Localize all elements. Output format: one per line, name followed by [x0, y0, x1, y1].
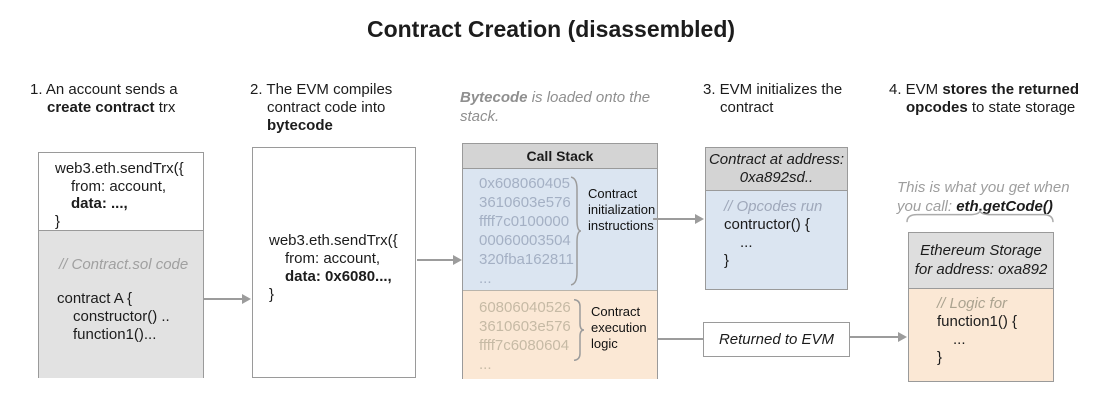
sendtrx-bytecode-block: web3.eth.sendTrx({ from: account, data: … [253, 148, 415, 304]
opcodes-run-section: // Opcodes run contructor() { ... } [706, 191, 847, 289]
call-stack-box: Call Stack 0x608060405 3610603e576 ffff7… [462, 143, 658, 379]
stack-caption-rest: is loaded onto the stack. [460, 89, 651, 125]
code-line: ... [740, 234, 753, 251]
bytecode-line: 0x608060405 [479, 175, 570, 192]
step4-heading-rest: to state storage [967, 99, 1076, 116]
code-line: web3.eth.sendTrx({ [269, 232, 398, 249]
header-line: 0xa892sd.. [739, 169, 814, 186]
line-exec-to-returned [658, 338, 703, 340]
label-line: initialization [588, 202, 656, 217]
arrow-step1-to-step2 [204, 294, 251, 303]
contract-address-header: Contract at address: 0xa892sd.. [706, 148, 847, 191]
label-line: Contract [588, 186, 638, 201]
bytecode-line: ... [479, 356, 492, 373]
step2-heading-line1: 2. The EVM compiles [250, 81, 393, 98]
init-brace-icon [570, 176, 582, 286]
step1-heading-line1: 1. An account sends a [30, 81, 178, 98]
ethereum-storage-header: Ethereum Storage for address: oxa892 [909, 233, 1053, 289]
contract-sol-section: // Contract.sol code contract A { constr… [39, 230, 203, 378]
data-bytecode-bold: data: 0x6080..., [285, 268, 392, 285]
create-contract-trx-box: web3.eth.sendTrx({ from: account, data: … [38, 152, 204, 378]
bytecode-line: 3610603e576 [479, 318, 571, 335]
arrow-returned-to-storage [850, 332, 907, 341]
code-line: } [269, 286, 275, 303]
code-line: data: 0x6080..., [269, 268, 415, 286]
bytecode-line: 60806040526 [479, 299, 571, 316]
step3-heading-line2: contract [720, 99, 774, 116]
step4-heading-line1: 4. EVM stores the returned [889, 81, 1101, 99]
bytecode-line: ffff7c0100000 [479, 213, 570, 230]
header-line: for address: oxa892 [914, 261, 1048, 278]
code-line: web3.eth.sendTrx({ [55, 160, 184, 177]
exec-brace-label: Contract execution logic [591, 304, 665, 352]
code-line: function1() { [937, 313, 1018, 330]
note-line1: This is what you get when [897, 179, 1070, 196]
page-title: Contract Creation (disassembled) [366, 16, 736, 42]
code-line: } [724, 252, 730, 269]
opcodes-comment: // Opcodes run [724, 198, 823, 215]
arrow-init-to-step3 [653, 214, 704, 223]
step3-heading-line1: 3. EVM initializes the [703, 81, 843, 98]
stored-logic-section: // Logic for function1() { ... } [909, 289, 1053, 381]
code-line: contract A { [57, 290, 133, 307]
code-line: ... [953, 331, 966, 348]
label-line: Contract [591, 304, 641, 319]
step3-heading: 3. EVM initializes the contract [703, 81, 842, 117]
code-line: from: account, [285, 250, 381, 267]
code-line: contructor() { [724, 216, 810, 233]
note-prefix: you call: [897, 198, 957, 215]
step1-heading-line2: create contract trx [30, 99, 178, 117]
stack-caption-bold: Bytecode [460, 89, 528, 106]
header-line: Contract at address: [708, 151, 845, 168]
returned-to-evm-box: Returned to EVM [703, 322, 850, 357]
init-brace-label: Contract initialization instructions [588, 186, 662, 234]
step4-heading-bold2: opcodes [906, 99, 968, 116]
header-line: Ethereum Storage [920, 242, 1042, 259]
bytecode-trx-box: web3.eth.sendTrx({ from: account, data: … [252, 147, 416, 378]
step2-heading-line2: contract code into [267, 99, 386, 116]
storage-brace-icon [906, 210, 1054, 223]
step1-heading-rest: trx [154, 99, 176, 116]
contract-address-box: Contract at address: 0xa892sd.. // Opcod… [705, 147, 848, 290]
bytecode-line: 320fba162811 [479, 251, 574, 268]
label-line: instructions [588, 218, 654, 233]
code-line: data: ..., [55, 195, 203, 213]
exec-bytecode-section: 60806040526 3610603e576 ffff7c6080604 ..… [463, 290, 657, 379]
arrow-step2-to-stack [417, 255, 462, 264]
label-line: logic [591, 336, 618, 351]
logic-comment: // Logic for [937, 295, 1008, 312]
step2-heading: 2. The EVM compiles contract code into b… [250, 81, 392, 135]
code-line: } [937, 349, 943, 366]
contract-sol-comment: // Contract.sol code [59, 256, 189, 273]
bytecode-bold: bytecode [267, 117, 333, 134]
bytecode-line: 3610603e576 [479, 194, 571, 211]
data-field-bold: data: ..., [71, 195, 128, 212]
ethereum-storage-box: Ethereum Storage for address: oxa892 // … [908, 232, 1054, 382]
bytecode-line: 00060003504 [479, 232, 571, 249]
code-line: function1()... [73, 326, 157, 343]
sendtrx-code-block: web3.eth.sendTrx({ from: account, data: … [39, 153, 203, 230]
bytecode-line: ... [479, 270, 492, 287]
code-line: from: account, [71, 177, 167, 195]
bytecode-line: ffff7c6080604 [479, 337, 570, 354]
step4-heading: 4. EVM stores the returned opcodes to st… [889, 81, 1101, 117]
code-line: constructor() .. [73, 308, 170, 325]
call-stack-header: Call Stack [463, 144, 657, 169]
stack-caption: Bytecode is loaded onto the stack. [460, 88, 665, 126]
code-line: } [55, 212, 61, 230]
init-bytecode-section: 0x608060405 3610603e576 ffff7c0100000 00… [463, 169, 657, 290]
step4-heading-prefix: 4. EVM [889, 81, 943, 98]
step1-heading-bold: create contract [47, 99, 155, 116]
step1-heading: 1. An account sends a create contract tr… [30, 81, 178, 117]
label-line: execution [591, 320, 647, 335]
exec-brace-icon [573, 299, 585, 361]
step2-heading-line3: bytecode [250, 117, 392, 135]
step4-heading-bold1: stores the returned [942, 81, 1080, 98]
solidity-code-block: contract A { constructor() .. function1(… [57, 290, 170, 344]
step4-heading-line2: opcodes to state storage [889, 99, 1101, 117]
